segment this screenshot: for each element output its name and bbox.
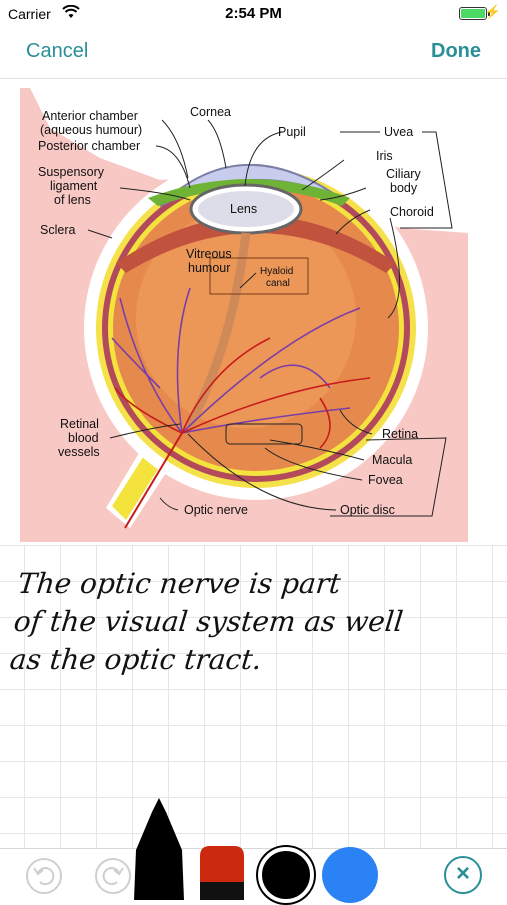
label-macula: Macula [372, 453, 412, 467]
label-choroid: Choroid [390, 205, 434, 219]
label-optic-disc: Optic disc [340, 503, 395, 517]
label-sclera: Sclera [40, 223, 75, 237]
label-ciliary-1: Ciliary [386, 167, 421, 181]
clock: 2:54 PM [225, 5, 282, 22]
close-icon: × [455, 860, 470, 887]
handwritten-note: The optic nerve is part of the visual sy… [8, 565, 490, 679]
label-hyaloid-1: Hyaloid [260, 266, 293, 277]
drawing-canvas[interactable]: The optic nerve is part of the visual sy… [0, 545, 507, 848]
carrier-label: Carrier [8, 6, 51, 22]
battery-icon [459, 7, 490, 20]
redo-button[interactable] [95, 858, 131, 894]
undo-button[interactable] [26, 858, 62, 894]
close-button[interactable]: × [444, 856, 482, 894]
redo-icon [102, 867, 124, 886]
label-anterior-chamber: Anterior chamber [42, 109, 138, 123]
eye-anatomy-diagram: Anterior chamber (aqueous humour) Poster… [20, 88, 468, 542]
done-button[interactable]: Done [431, 40, 481, 62]
label-optic-nerve: Optic nerve [184, 503, 248, 517]
status-bar: Carrier 2:54 PM ⚡ [0, 0, 507, 28]
label-pupil: Pupil [278, 125, 306, 139]
label-posterior-chamber: Posterior chamber [38, 139, 140, 153]
navigation-bar: Cancel Done [0, 28, 507, 79]
label-retinal-3: vessels [58, 445, 100, 459]
label-hyaloid-2: canal [266, 278, 290, 289]
label-vitreous-1: Vitreous [186, 247, 232, 261]
undo-icon [33, 867, 55, 886]
black-color-swatch[interactable] [258, 847, 314, 903]
label-fovea: Fovea [368, 473, 403, 487]
label-iris: Iris [376, 149, 393, 163]
cancel-button[interactable]: Cancel [26, 40, 89, 62]
label-retina: Retina [382, 427, 418, 441]
blue-color-swatch[interactable] [322, 847, 378, 903]
marker-tool-icon [200, 846, 244, 900]
note-line-2: of the visual system as well [12, 605, 405, 638]
label-lens: Lens [230, 202, 257, 216]
label-vitreous-2: humour [188, 261, 230, 275]
note-line-3: as the optic tract. [8, 643, 264, 676]
label-cornea: Cornea [190, 105, 231, 119]
drawing-toolbar [0, 848, 507, 900]
label-uvea: Uvea [384, 125, 413, 139]
note-line-1: The optic nerve is part [16, 567, 343, 600]
charging-icon: ⚡ [484, 4, 501, 19]
marker-tool-button[interactable] [196, 846, 248, 900]
wifi-icon [62, 5, 80, 18]
label-retinal-1: Retinal [60, 417, 99, 431]
pen-tool-button[interactable] [130, 798, 188, 900]
label-ciliary-2: body [390, 181, 418, 195]
label-suspensory-1: Suspensory [38, 165, 105, 179]
label-suspensory-2: ligament [50, 179, 98, 193]
label-suspensory-3: of lens [54, 193, 91, 207]
label-retinal-2: blood [68, 431, 99, 445]
pen-tool-icon [134, 798, 184, 900]
label-aqueous-humour: (aqueous humour) [40, 123, 142, 137]
